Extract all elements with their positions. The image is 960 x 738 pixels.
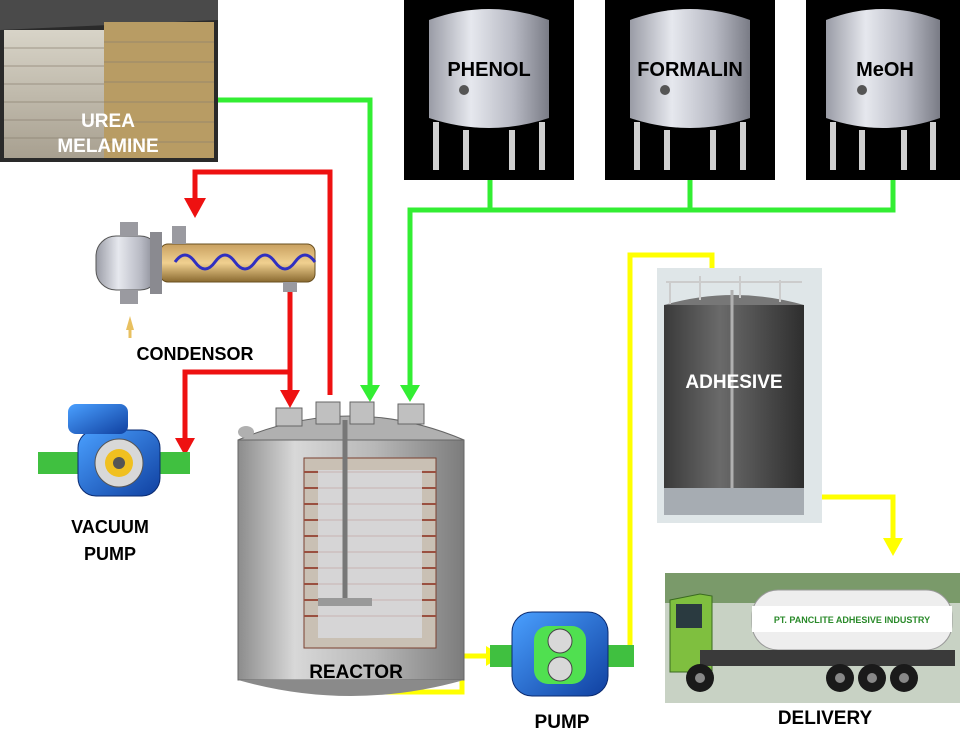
urea-melamine-warehouse: UREA MELAMINE [0, 0, 218, 162]
arrow-head-icon [400, 385, 420, 402]
vacuum-lines-red [182, 169, 333, 440]
vacuum-arrowheads-red [175, 198, 300, 456]
arrow-head-icon [883, 538, 903, 556]
feed-arrowheads-green [360, 385, 420, 402]
formalin-label: FORMALIN [637, 59, 743, 81]
formalin-tank: FORMALIN [605, 0, 775, 180]
reactor-vapor-line [192, 169, 333, 395]
phenol-tank: PHENOL [404, 0, 574, 180]
vacuum-pump: VACUUM PUMP [38, 404, 190, 564]
tanks-to-reactor-line [407, 207, 490, 390]
cooling-water-arrow-icon [126, 316, 134, 330]
product-pump: PUMP [490, 611, 634, 733]
delivery-truck: PT. PANCLITE ADHESIVE INDUSTRY DELIVERY [665, 573, 960, 729]
meoh-label: MeOH [856, 59, 914, 81]
phenol-label: PHENOL [447, 59, 530, 81]
meoh-tank: MeOH [806, 0, 960, 180]
adhesive-label: ADHESIVE [685, 372, 782, 393]
arrow-head-icon [360, 385, 380, 402]
condensor-label: CONDENSOR [136, 344, 253, 364]
truck-company-text: PT. PANCLITE ADHESIVE INDUSTRY [774, 615, 930, 625]
arrow-head-icon [175, 438, 195, 456]
adhesive-storage-tank: ADHESIVE [657, 268, 822, 523]
melamine-label: MELAMINE [57, 136, 158, 157]
reactor-vessel: REACTOR [237, 401, 465, 696]
meoh-manifold-line [690, 180, 896, 213]
condensor-heat-exchanger: CONDENSOR [95, 222, 317, 364]
urea-melamine-feed-line [218, 97, 373, 390]
pump-label: PUMP [535, 712, 590, 733]
pump-label-vacuum: PUMP [84, 544, 136, 564]
urea-label: UREA [81, 111, 135, 132]
delivery-label: DELIVERY [778, 708, 873, 729]
condensor-to-vacuum-line [182, 369, 290, 440]
arrow-head-icon [280, 390, 300, 408]
tank-manifold-line [487, 180, 693, 213]
adhesive-to-delivery-line [806, 494, 896, 540]
vacuum-label: VACUUM [71, 517, 149, 537]
feed-lines-green [218, 97, 896, 390]
arrow-head-icon [184, 198, 206, 218]
reactor-label: REACTOR [309, 662, 403, 683]
